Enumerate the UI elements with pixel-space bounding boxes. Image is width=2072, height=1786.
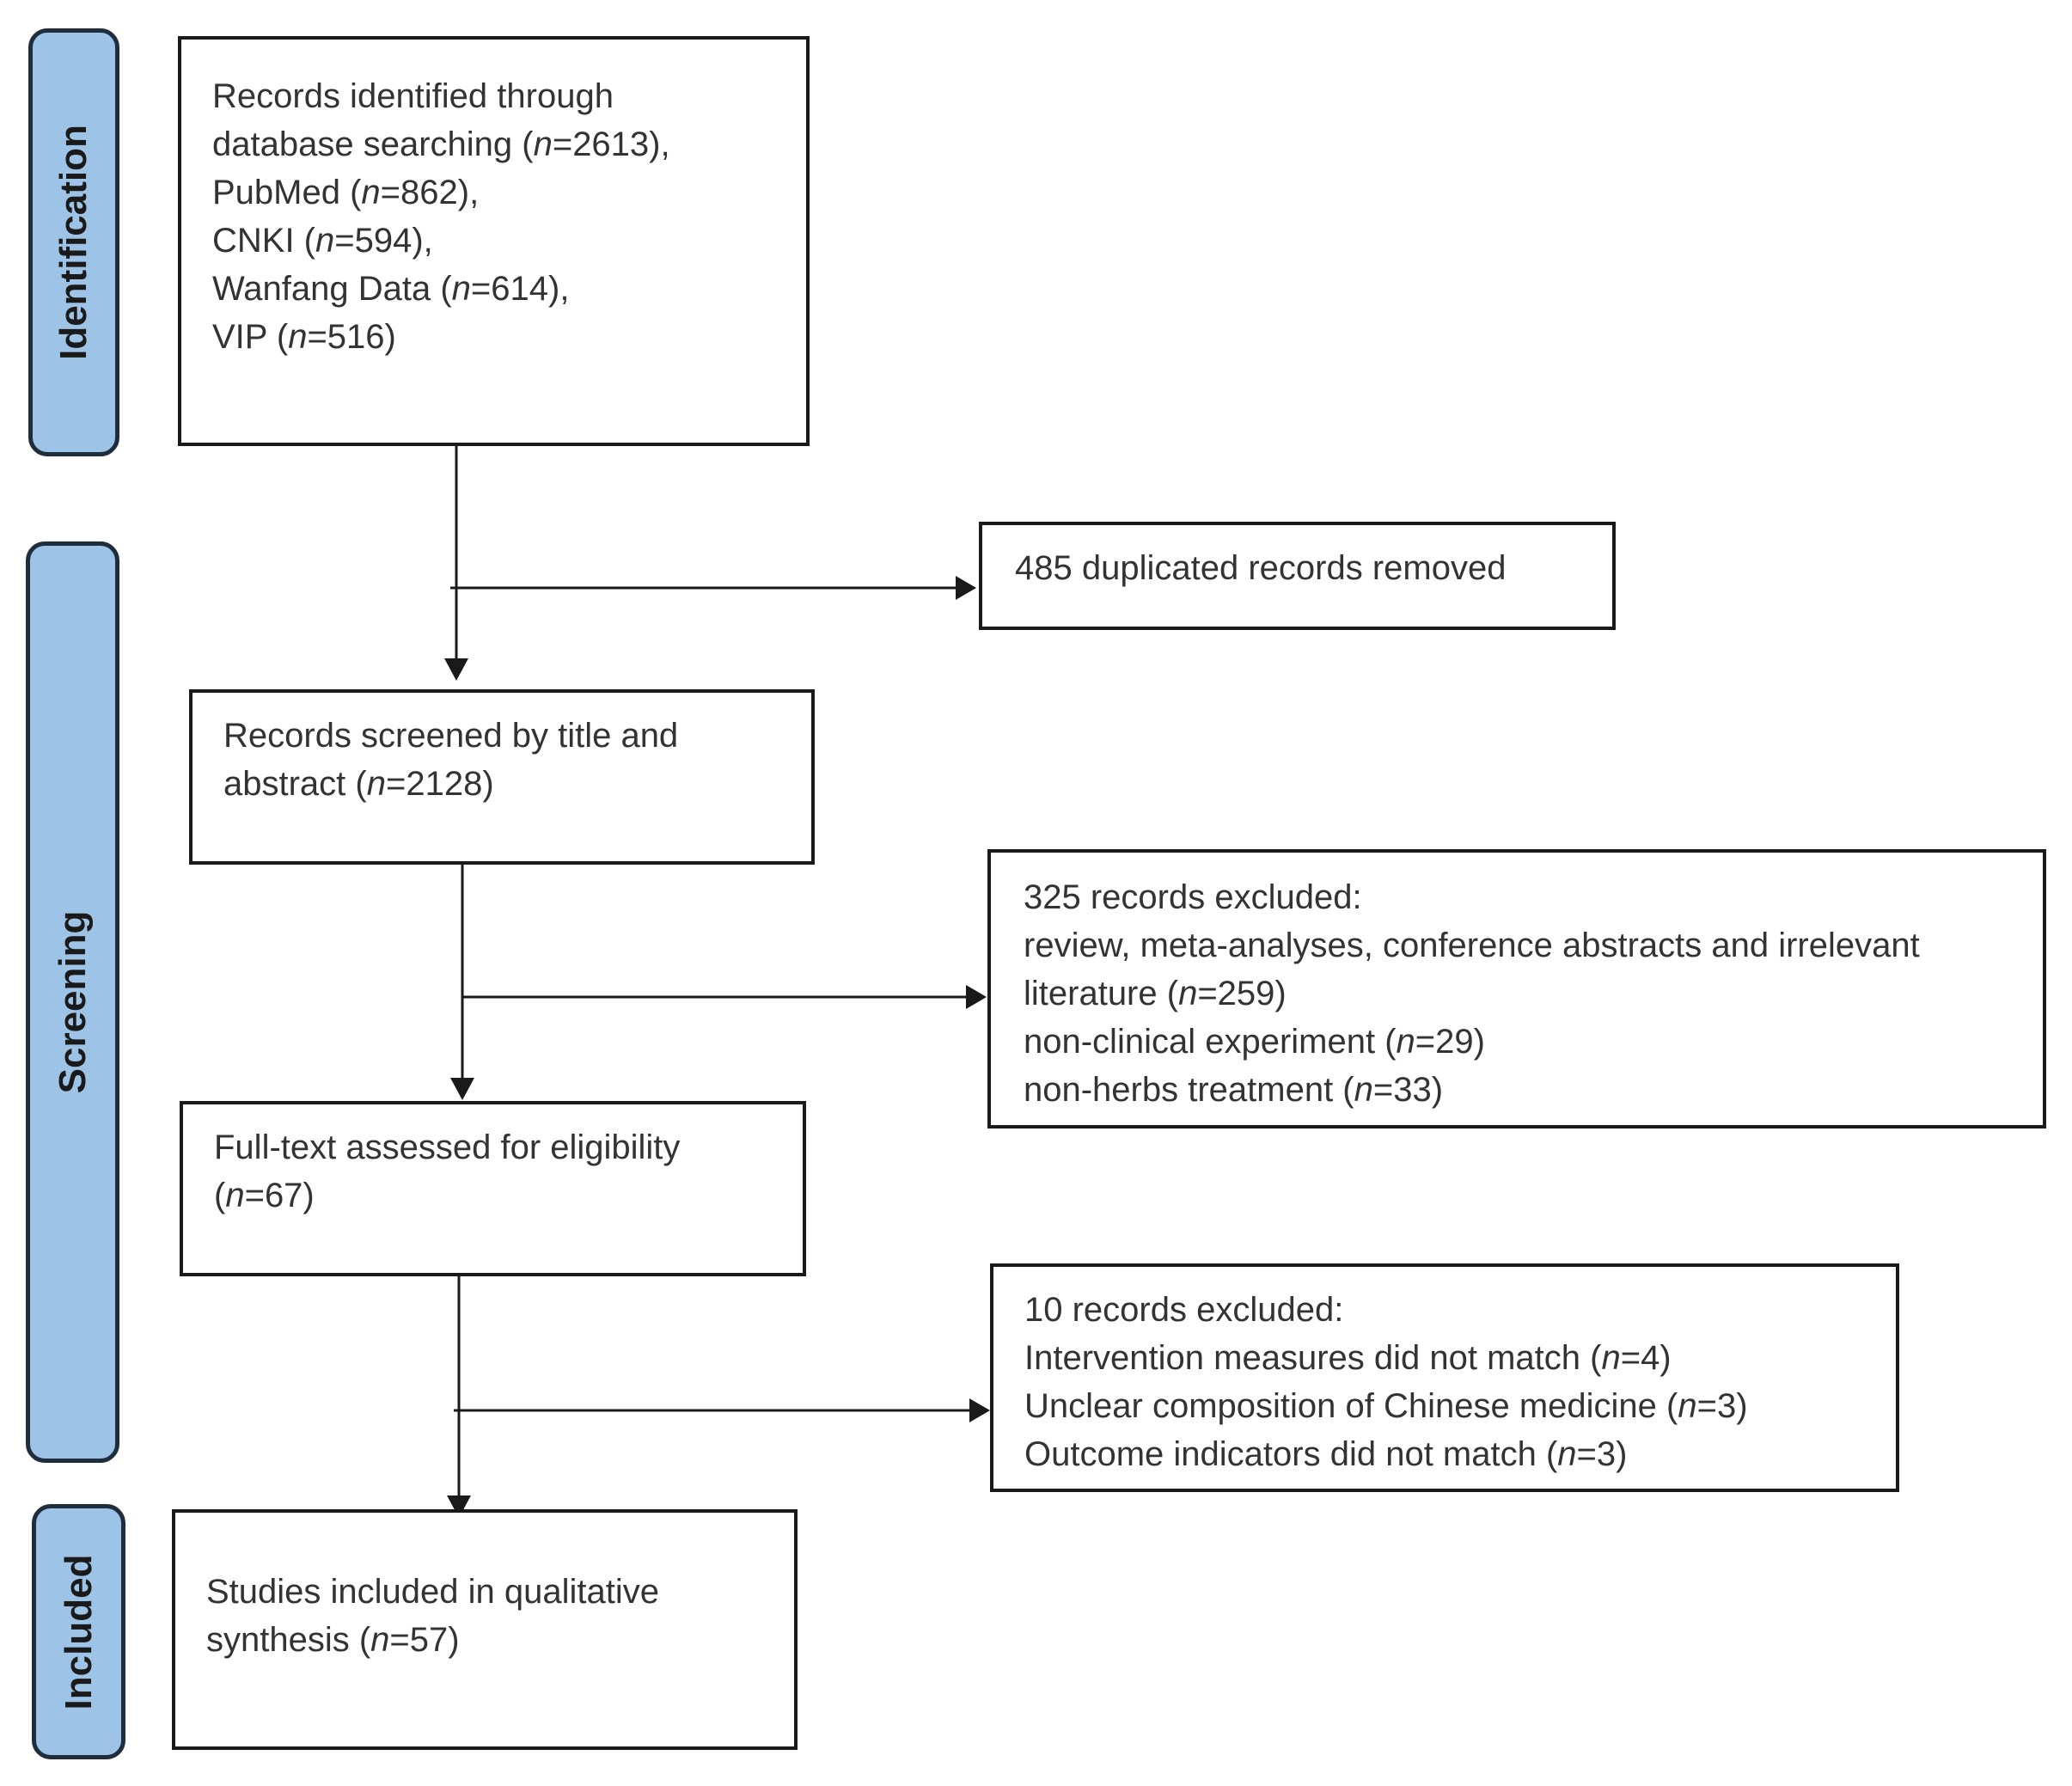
- excluded-screen-line-2: review, meta-analyses, conference abstra…: [1024, 927, 1920, 964]
- excluded-fulltext-line-3: Unclear composition of Chinese medicine …: [1024, 1387, 1748, 1425]
- duplicates-line-1: 485 duplicated records removed: [1015, 549, 1507, 587]
- identified-line-2: database searching (n=2613),: [212, 125, 670, 163]
- stage-included: Included: [32, 1504, 125, 1759]
- stage-screening-label: Screening: [51, 910, 94, 1094]
- stage-identification-label: Identification: [52, 125, 95, 360]
- excluded-screen-line-3: literature (n=259): [1024, 975, 1287, 1012]
- identified-line-3: PubMed (n=862),: [212, 174, 480, 211]
- identified-line-6: VIP (n=516): [212, 318, 396, 356]
- identified-line-5: Wanfang Data (n=614),: [212, 270, 570, 308]
- excluded-screen-line-5: non-herbs treatment (n=33): [1024, 1071, 1444, 1109]
- excluded-fulltext-line-2: Intervention measures did not match (n=4…: [1024, 1339, 1672, 1377]
- fulltext-line-1: Full-text assessed for eligibility: [214, 1128, 681, 1166]
- excluded-fulltext-line-4: Outcome indicators did not match (n=3): [1024, 1435, 1628, 1473]
- stage-screening: Screening: [26, 541, 119, 1463]
- included-line-1: Studies included in qualitative: [206, 1573, 660, 1611]
- excluded-screen-line-1: 325 records excluded:: [1024, 878, 1362, 916]
- identified-line-1: Records identified through: [212, 77, 614, 115]
- box-studies-included: Studies included in qualitative synthesi…: [172, 1509, 798, 1750]
- screened-line-2: abstract (n=2128): [223, 765, 494, 803]
- identified-line-4: CNKI (n=594),: [212, 222, 433, 260]
- box-records-screened: Records screened by title and abstract (…: [189, 689, 815, 865]
- box-excluded-screening: 325 records excluded: review, meta-analy…: [987, 849, 2046, 1128]
- stage-identification: Identification: [28, 28, 119, 456]
- excluded-fulltext-line-1: 10 records excluded:: [1024, 1291, 1344, 1329]
- excluded-screen-line-4: non-clinical experiment (n=29): [1024, 1023, 1485, 1061]
- box-records-identified: Records identified through database sear…: [178, 36, 810, 446]
- included-line-2: synthesis (n=57): [206, 1621, 460, 1659]
- box-duplicates-removed: 485 duplicated records removed: [979, 522, 1616, 630]
- box-excluded-fulltext: 10 records excluded: Intervention measur…: [990, 1263, 1899, 1492]
- screened-line-1: Records screened by title and: [223, 717, 679, 755]
- stage-included-label: Included: [57, 1554, 100, 1710]
- fulltext-line-2: (n=67): [214, 1177, 315, 1214]
- box-fulltext-assessed: Full-text assessed for eligibility (n=67…: [180, 1101, 806, 1276]
